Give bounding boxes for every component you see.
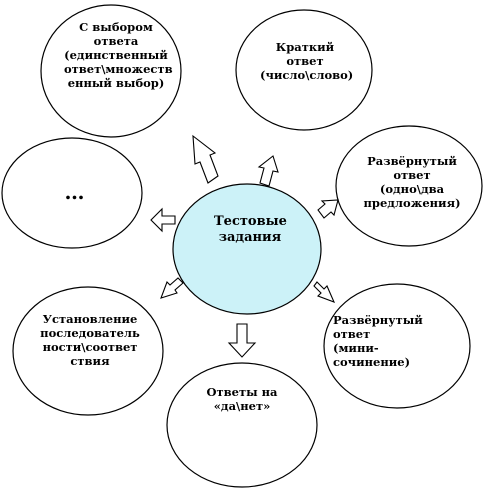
- node-ellipse-essay: [323, 283, 471, 409]
- arrow-to-choice: [192, 134, 219, 184]
- node-label-extended: Развёрнутый ответ (одно\два предложения): [363, 154, 461, 210]
- arrow-to-short: [257, 155, 279, 187]
- center-ellipse: [172, 183, 322, 315]
- arrow-to-more: [150, 207, 176, 233]
- node-label-choice: С выбором ответа (единственный ответ\мно…: [64, 20, 173, 90]
- arrow-to-essay: [313, 281, 336, 303]
- node-ellipse-extended: [335, 125, 483, 247]
- node-ellipse-sequence: [12, 286, 164, 416]
- node-ellipse-choice: [40, 4, 182, 138]
- node-ellipse-short: [235, 9, 373, 131]
- node-label-more: …: [64, 180, 88, 204]
- node-label-yesno: Ответы на «да\нет»: [206, 385, 278, 413]
- arrow-to-extended: [317, 199, 339, 219]
- arrow-to-sequence: [160, 277, 184, 299]
- node-label-short: Краткий ответ (число\слово): [260, 40, 354, 82]
- arrow-to-yesno: [227, 323, 257, 358]
- center-label: Тестовые задания: [214, 214, 287, 245]
- node-label-sequence: Установление последователь ности\соответ…: [40, 312, 140, 368]
- node-ellipse-yesno: [166, 362, 318, 488]
- node-ellipse-more: [1, 137, 143, 249]
- node-label-essay: Развёрнутый ответ (мини- сочинение): [333, 313, 423, 369]
